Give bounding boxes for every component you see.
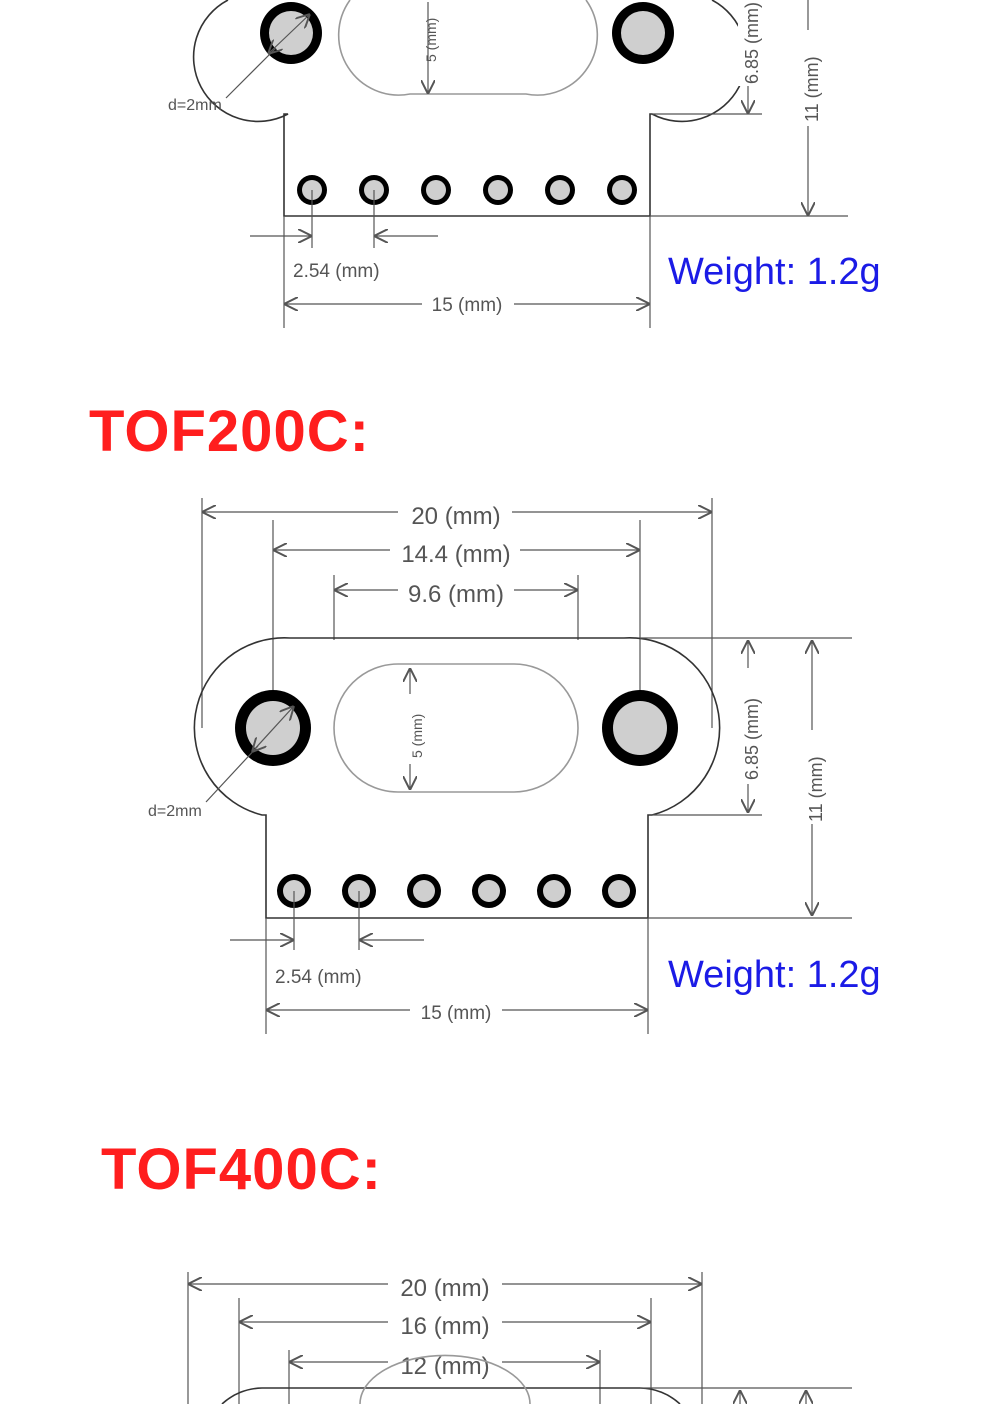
drawing-tof-top: d=2mm 5 (mm) 6.85 (mm) 11 (mm — [168, 0, 848, 328]
weight-label-top: Weight: 1.2g — [668, 251, 881, 293]
board-height-label: 11 (mm) — [802, 56, 822, 122]
window-width-label: 9.6 (mm) — [408, 581, 504, 608]
window-height-label: 5 (mm) — [409, 714, 425, 758]
sensor-window — [337, 0, 599, 96]
mounting-holes — [260, 2, 674, 64]
total-width-label: 20 (mm) — [411, 503, 500, 530]
sensor-window — [359, 1354, 531, 1404]
pin-pitch-dimension — [250, 190, 438, 248]
hole-offset-label: 6.85 (mm) — [742, 698, 762, 780]
pin-pitch-dimension — [230, 891, 424, 950]
sensor-window — [333, 663, 579, 793]
drawing-tof400c: 20 (mm) 16 (mm) 12 (mm) — [187, 1272, 852, 1404]
hole-offset-label: 6.85 (mm) — [742, 2, 762, 84]
board-height-label: 11 (mm) — [806, 756, 826, 822]
hole-spacing-label: 14.4 (mm) — [401, 541, 510, 568]
mounting-holes — [235, 690, 678, 766]
heading-tof400c: TOF400C: — [101, 1137, 382, 1202]
window-height-label: 5 (mm) — [423, 18, 439, 62]
bottom-width-label: 15 (mm) — [432, 295, 503, 316]
window-width-label: 12 (mm) — [400, 1353, 489, 1380]
pin-row — [297, 175, 637, 205]
pin-pitch-label: 2.54 (mm) — [275, 967, 362, 988]
heading-tof200c: TOF200C: — [89, 399, 370, 464]
hole-diameter-leader — [225, 14, 310, 99]
hole-spacing-label: 16 (mm) — [400, 1313, 489, 1340]
total-width-label: 20 (mm) — [400, 1275, 489, 1302]
weight-label-tof200c: Weight: 1.2g — [668, 954, 881, 996]
drawing-tof200c: 20 (mm) 14.4 (mm) 9.6 (mm) 5 (mm) d=2mm — [148, 498, 852, 1034]
hole-diameter-label: d=2mm — [168, 97, 222, 114]
bottom-width-label: 15 (mm) — [421, 1003, 492, 1024]
pin-row — [277, 874, 636, 908]
hole-diameter-label: d=2mm — [148, 803, 202, 820]
hole-diameter-leader — [205, 706, 294, 803]
board-outline — [221, 1387, 852, 1404]
pin-pitch-label: 2.54 (mm) — [293, 261, 380, 282]
vertical-dimensions — [740, 1390, 806, 1404]
